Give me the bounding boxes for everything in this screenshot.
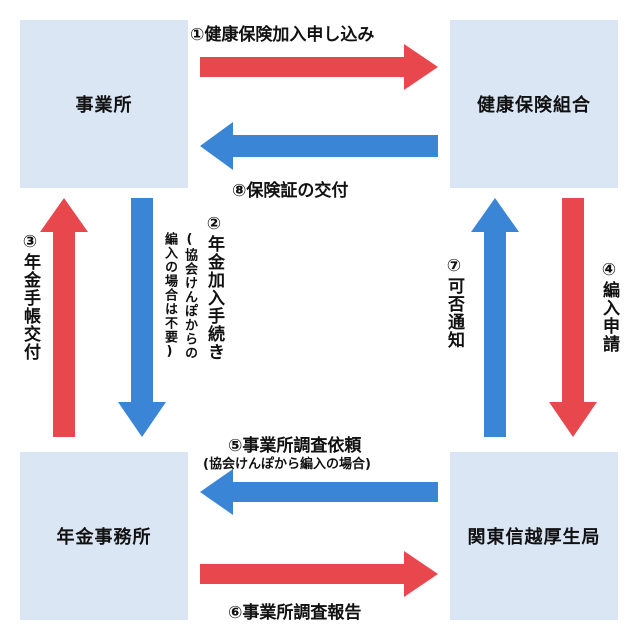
employer-label: 事業所: [75, 95, 133, 116]
health-insurance-union-box: 健康保険組合: [450, 20, 618, 188]
flow-2-sublabel-1: (協会けんぽからの: [182, 232, 197, 360]
flow-4-label: ④編入申請: [599, 260, 619, 353]
health-insurance-union-label: 健康保険組合: [477, 95, 591, 116]
arrow-6-right: [200, 551, 438, 597]
employer-box: 事業所: [20, 20, 188, 188]
arrow-1-right: [200, 44, 438, 90]
arrow-7-up: [471, 198, 519, 437]
flow-3-label: ③年金手帳交付: [20, 232, 40, 361]
arrow-2-down: [118, 198, 166, 437]
flow-2-sublabel-2: 編入の場合は不要): [162, 232, 177, 360]
arrow-5-left: [200, 469, 438, 515]
arrow-3-up: [40, 198, 88, 437]
arrow-4-down: [549, 198, 597, 437]
flow-7-label: ⑦可否通知: [444, 256, 464, 349]
flow-1-label: ①健康保険加入申し込み: [190, 25, 375, 45]
arrow-8-left: [200, 122, 438, 170]
pension-office-label: 年金事務所: [56, 527, 152, 548]
flow-2-label: ②年金加入手続き: [204, 214, 224, 361]
pension-office-box: 年金事務所: [20, 452, 188, 620]
flow-8-label: ⑧保険証の交付: [232, 181, 349, 201]
flow-5-label: ⑤事業所調査依頼: [228, 436, 362, 456]
regional-bureau-label: 関東信越厚生局: [467, 527, 601, 548]
regional-bureau-box: 関東信越厚生局: [450, 452, 618, 620]
flow-5-sublabel: (協会けんぽから編入の場合): [203, 457, 371, 472]
flow-6-label: ⑥事業所調査報告: [228, 603, 362, 623]
